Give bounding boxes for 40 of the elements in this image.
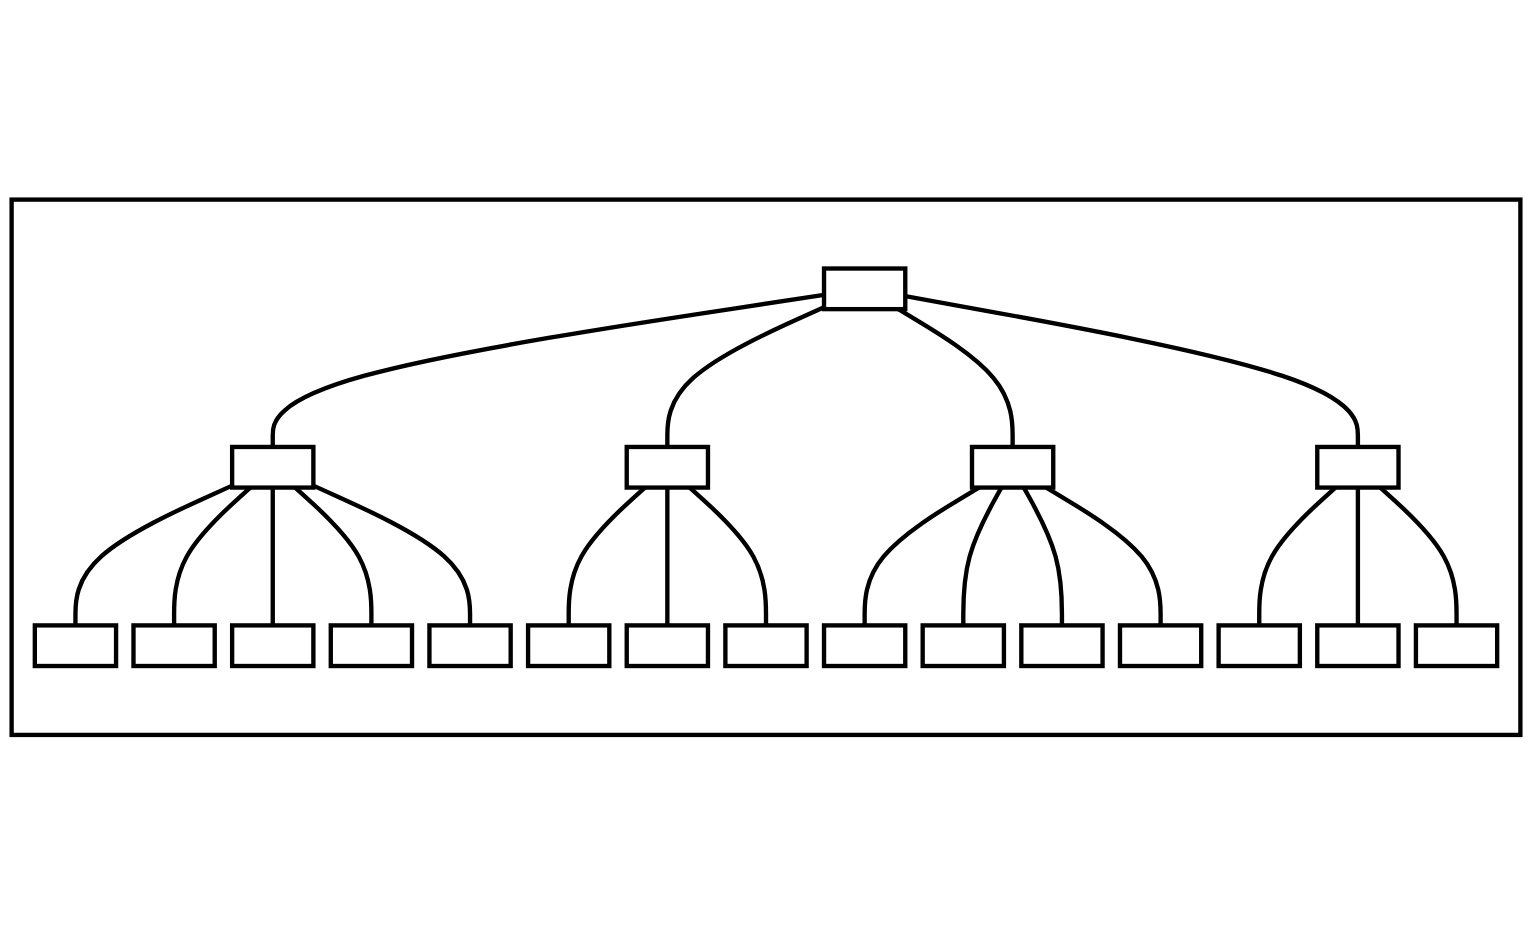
node-box bbox=[821, 622, 908, 668]
connector bbox=[293, 485, 374, 626]
connector bbox=[665, 304, 825, 447]
node-box bbox=[624, 444, 711, 490]
node-box bbox=[920, 622, 1007, 668]
connector bbox=[1045, 485, 1163, 626]
node-box bbox=[1216, 622, 1303, 668]
connector bbox=[1355, 487, 1361, 626]
connector bbox=[688, 485, 769, 626]
connector bbox=[897, 307, 1015, 447]
connector bbox=[312, 483, 473, 626]
connector bbox=[904, 293, 1361, 447]
node-box bbox=[1413, 622, 1500, 668]
cluster bbox=[9, 197, 1523, 737]
connector bbox=[566, 485, 647, 626]
node-box bbox=[328, 622, 415, 668]
connector bbox=[862, 485, 981, 626]
connector bbox=[270, 292, 825, 447]
node-box bbox=[229, 444, 316, 490]
node-box bbox=[131, 622, 217, 668]
node-box bbox=[1019, 622, 1105, 668]
node-box bbox=[969, 444, 1056, 490]
node-box bbox=[525, 622, 612, 668]
connector bbox=[270, 487, 275, 626]
node-box bbox=[624, 622, 711, 668]
node-box bbox=[1315, 622, 1401, 668]
node-box bbox=[229, 622, 316, 668]
node-box bbox=[1315, 444, 1401, 490]
node-box bbox=[427, 622, 513, 668]
connector bbox=[961, 486, 1004, 626]
connector bbox=[73, 483, 234, 626]
connector bbox=[1378, 485, 1459, 626]
node-box bbox=[1117, 622, 1204, 668]
connector bbox=[665, 487, 670, 626]
connector bbox=[1021, 486, 1065, 626]
connector bbox=[171, 485, 252, 626]
node-box bbox=[723, 622, 809, 668]
node-box bbox=[821, 266, 908, 312]
connector bbox=[1257, 485, 1337, 626]
node-box bbox=[32, 622, 119, 668]
